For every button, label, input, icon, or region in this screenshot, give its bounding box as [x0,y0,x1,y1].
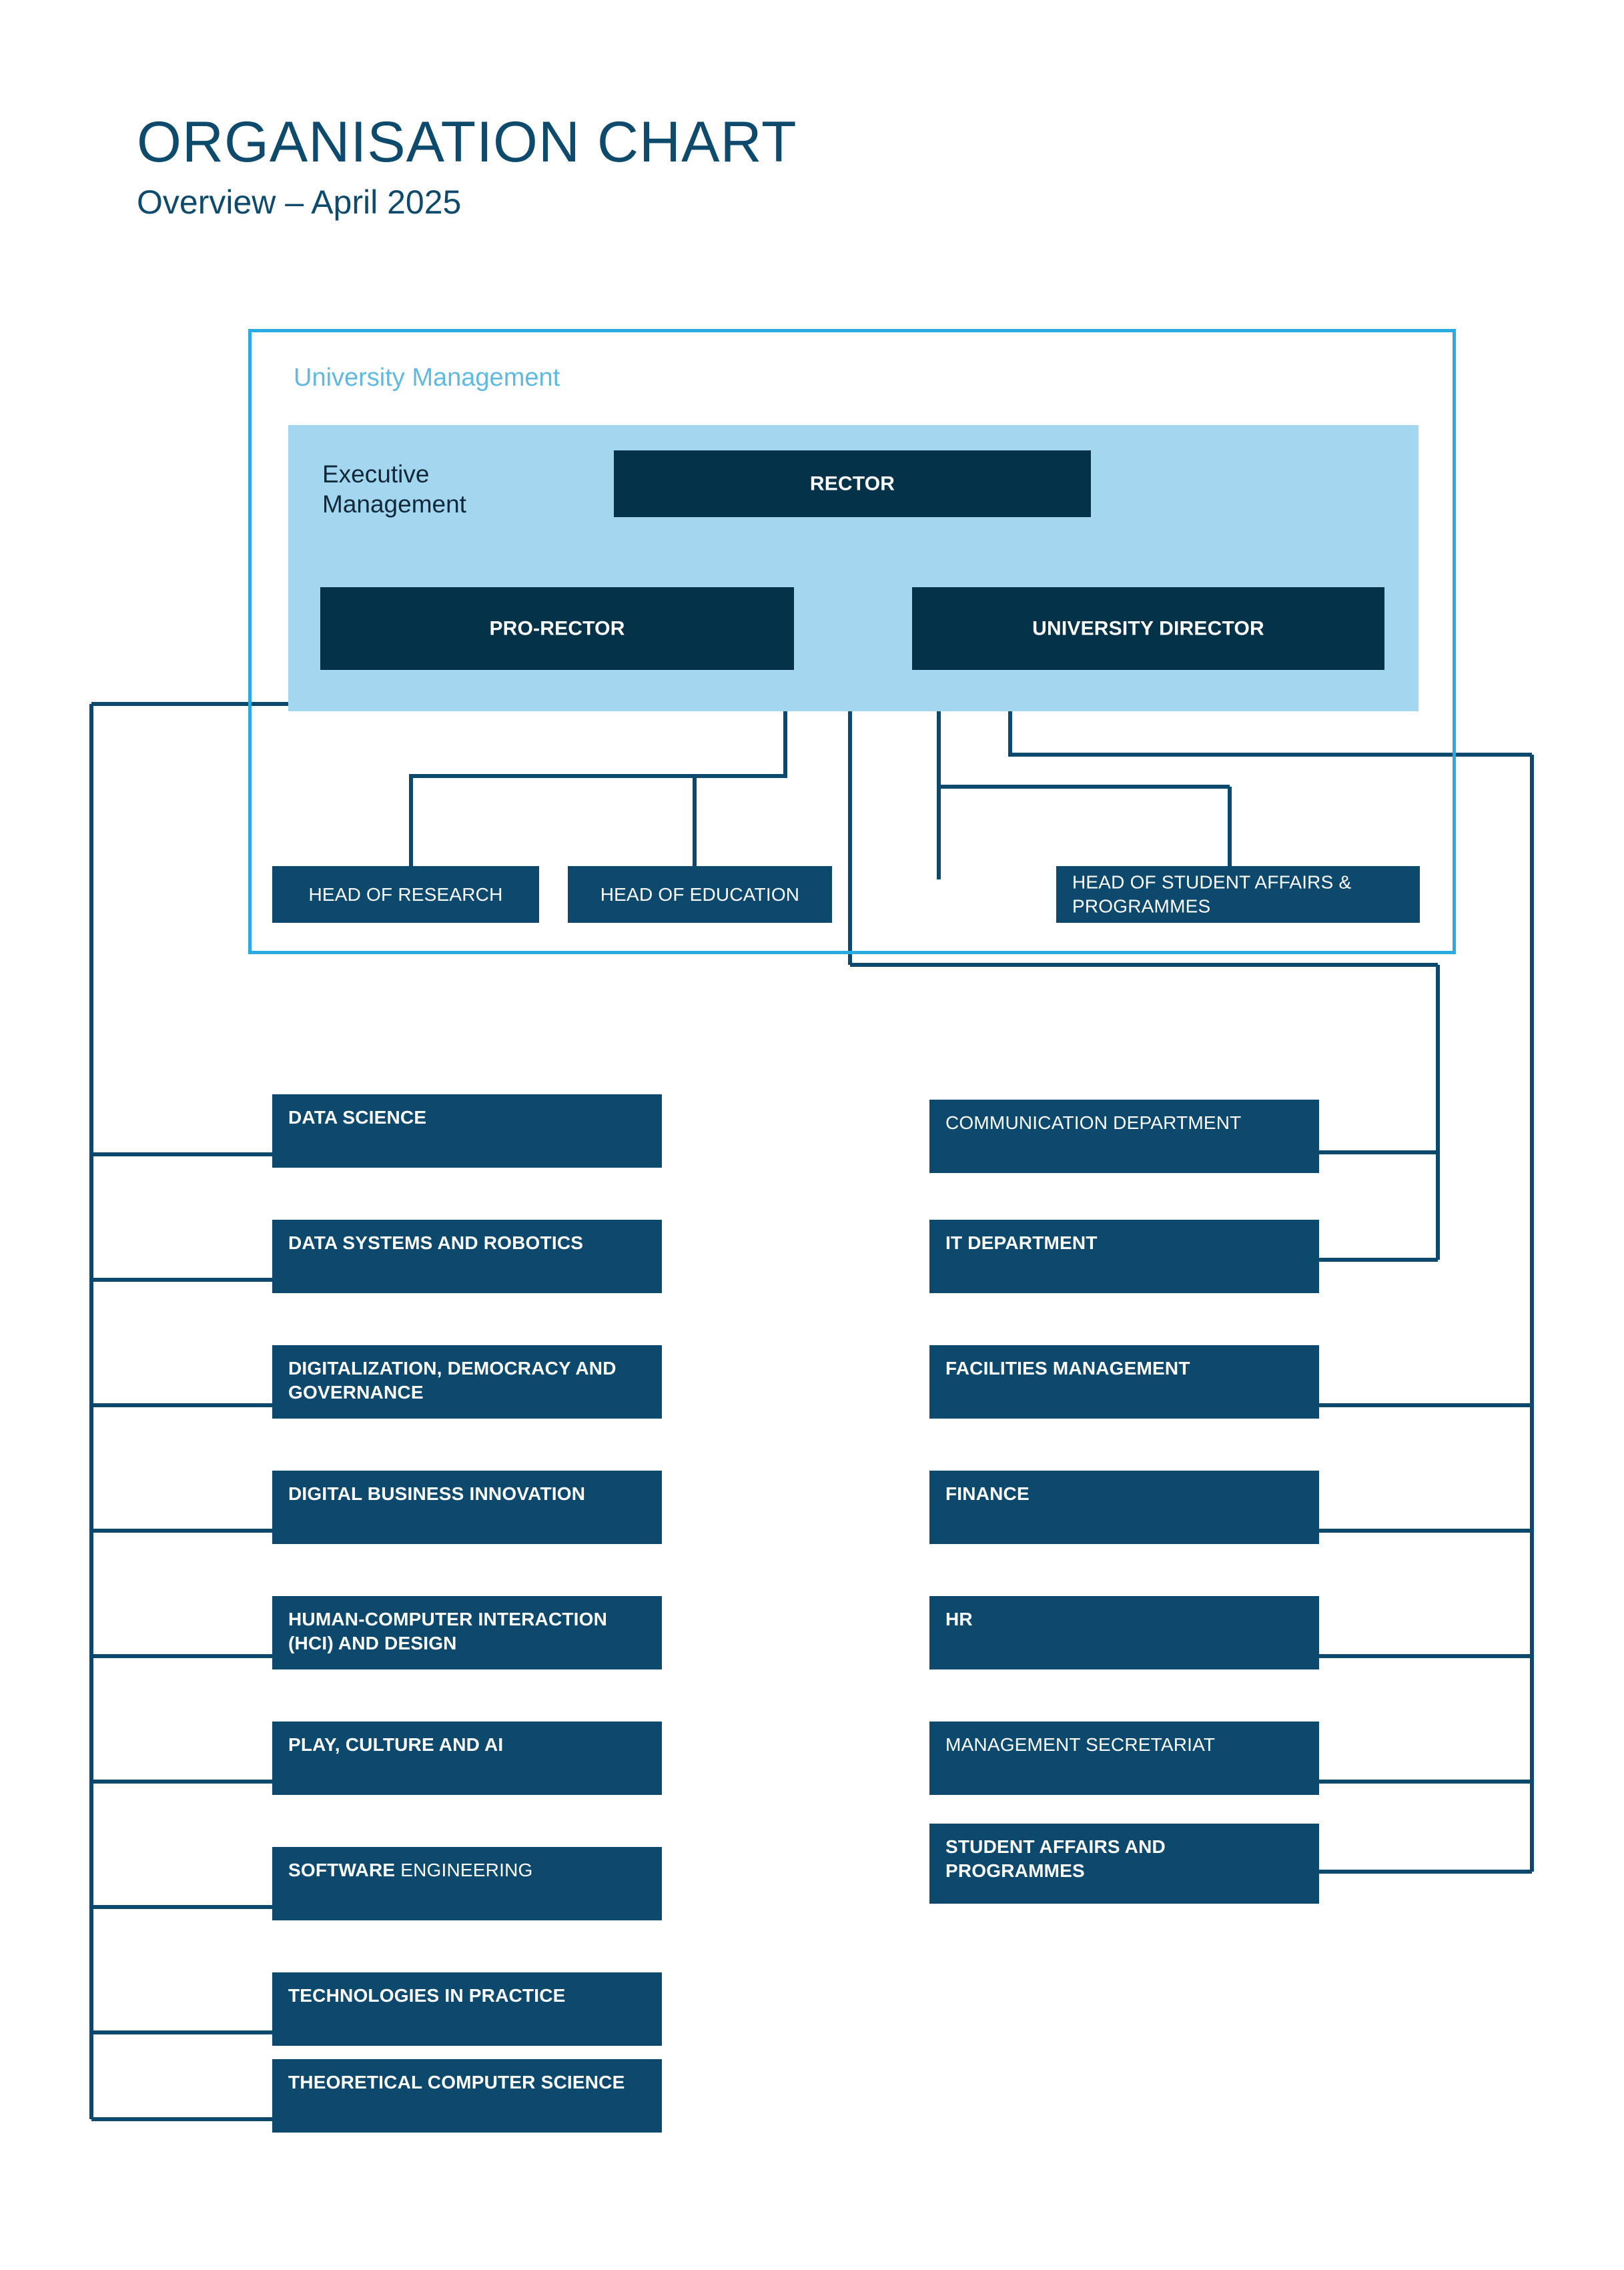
box-head-of-education-label: HEAD OF EDUCATION [600,883,800,905]
page-title: ORGANISATION CHART [137,110,797,174]
box-hr-label: HR [945,1609,973,1629]
box-data-science-label: DATA SCIENCE [288,1107,427,1128]
box-theoretical-computer-science-label: THEORETICAL COMPUTER SCIENCE [288,2072,625,2093]
box-head-of-student-affairs-and-programmes-label: HEAD OF STUDENT AFFAIRS & PROGRAMMES [1072,871,1352,917]
box-facilities-management[interactable]: FACILITIES MANAGEMENT [929,1345,1319,1419]
university-management-frame [248,329,1456,954]
box-student-affairs-and-programmes[interactable]: STUDENT AFFAIRS AND PROGRAMMES [929,1824,1319,1904]
page-subtitle: Overview – April 2025 [137,183,462,221]
box-pro-rector[interactable]: PRO-RECTOR [320,587,794,670]
box-data-science[interactable]: DATA SCIENCE [272,1094,662,1168]
box-human-computer-interaction-hci-and-design-label: HUMAN-COMPUTER INTERACTION (HCI) AND DES… [288,1609,608,1654]
box-finance[interactable]: FINANCE [929,1471,1319,1544]
box-it-department-label: IT DEPARTMENT [945,1232,1098,1253]
box-it-department[interactable]: IT DEPARTMENT [929,1220,1319,1293]
box-technologies-in-practice[interactable]: TECHNOLOGIES IN PRACTICE [272,1972,662,2046]
box-management-secretariat[interactable]: MANAGEMENT SECRETARIAT [929,1722,1319,1795]
box-communication-department-label: COMMUNICATION DEPARTMENT [945,1112,1242,1133]
box-digital-business-innovation-label: DIGITAL BUSINESS INNOVATION [288,1483,586,1504]
box-data-systems-and-robotics-label: DATA SYSTEMS AND ROBOTICS [288,1232,584,1253]
box-university-director[interactable]: UNIVERSITY DIRECTOR [912,587,1384,670]
software-engineering-regular-part: ENGINEERING [395,1860,533,1880]
box-software-engineering[interactable]: SOFTWARE ENGINEERING [272,1847,662,1920]
box-pro-rector-label: PRO-RECTOR [489,617,625,640]
page-title-block: ORGANISATION CHART Overview – April 2025 [137,113,797,219]
box-head-of-education[interactable]: HEAD OF EDUCATION [568,866,832,923]
box-head-of-research-label: HEAD OF RESEARCH [308,883,503,905]
box-finance-label: FINANCE [945,1483,1030,1504]
box-data-systems-and-robotics[interactable]: DATA SYSTEMS AND ROBOTICS [272,1220,662,1293]
box-rector-label: RECTOR [809,472,895,495]
executive-management-label: Executive Management [322,460,466,518]
box-software-engineering-label: SOFTWARE ENGINEERING [288,1858,653,1882]
box-communication-department[interactable]: COMMUNICATION DEPARTMENT [929,1100,1319,1173]
university-management-label: University Management [294,364,560,392]
box-technologies-in-practice-label: TECHNOLOGIES IN PRACTICE [288,1985,566,2006]
box-rector[interactable]: RECTOR [614,450,1091,517]
box-theoretical-computer-science[interactable]: THEORETICAL COMPUTER SCIENCE [272,2059,662,2133]
box-hr[interactable]: HR [929,1596,1319,1669]
box-head-of-research[interactable]: HEAD OF RESEARCH [272,866,539,923]
box-head-of-student-affairs-and-programmes[interactable]: HEAD OF STUDENT AFFAIRS & PROGRAMMES [1056,866,1420,923]
box-digital-business-innovation[interactable]: DIGITAL BUSINESS INNOVATION [272,1471,662,1544]
box-university-director-label: UNIVERSITY DIRECTOR [1032,617,1264,640]
box-digitalization-democracy-and-governance-label: DIGITALIZATION, DEMOCRACY AND GOVERNANCE [288,1358,617,1403]
box-facilities-management-label: FACILITIES MANAGEMENT [945,1358,1190,1379]
box-play-culture-and-ai-label: PLAY, CULTURE AND AI [288,1734,504,1755]
box-human-computer-interaction-hci-and-design[interactable]: HUMAN-COMPUTER INTERACTION (HCI) AND DES… [272,1596,662,1669]
box-play-culture-and-ai[interactable]: PLAY, CULTURE AND AI [272,1722,662,1795]
box-digitalization-democracy-and-governance[interactable]: DIGITALIZATION, DEMOCRACY AND GOVERNANCE [272,1345,662,1419]
software-engineering-bold-part: SOFTWARE [288,1860,396,1880]
box-management-secretariat-label: MANAGEMENT SECRETARIAT [945,1734,1216,1755]
box-student-affairs-and-programmes-label: STUDENT AFFAIRS AND PROGRAMMES [945,1836,1166,1882]
